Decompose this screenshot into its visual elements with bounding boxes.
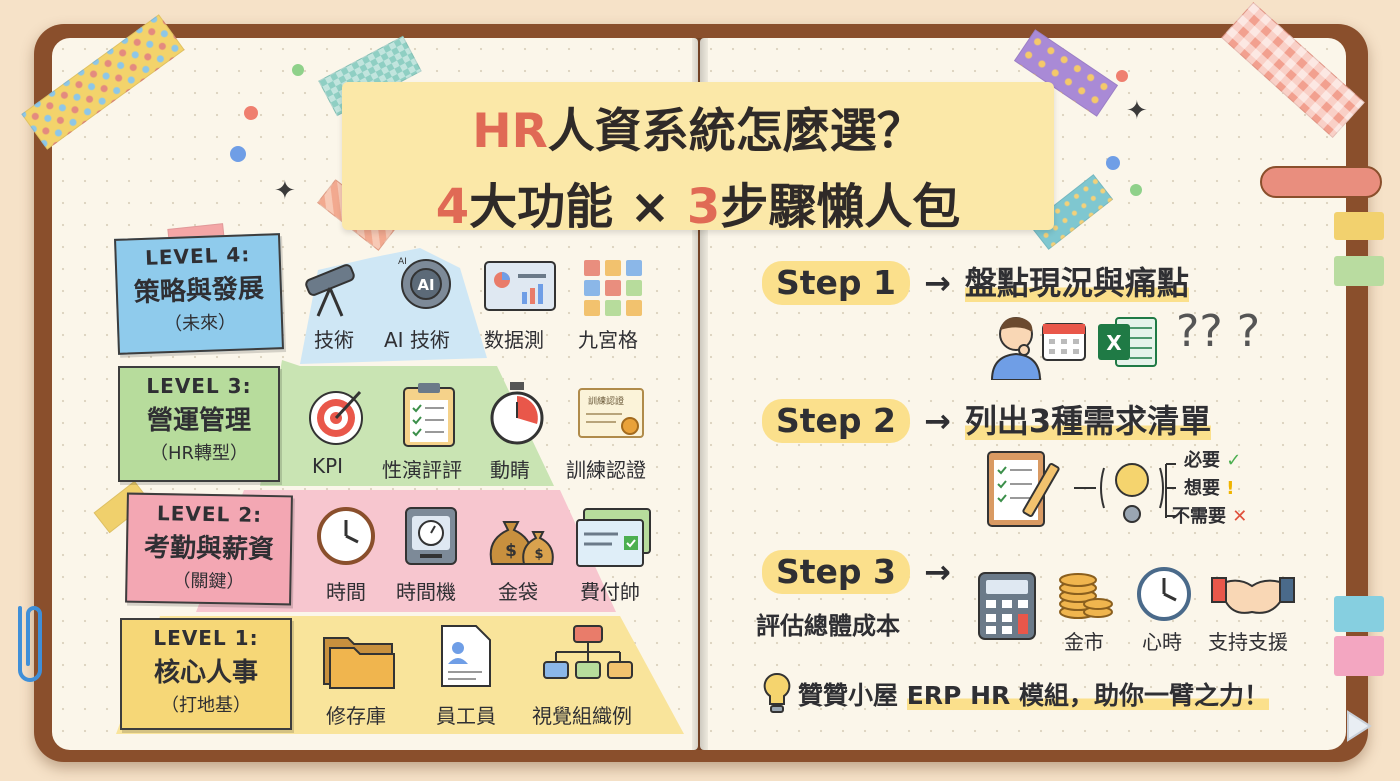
item-label: 技術 (314, 328, 354, 352)
item-label: 数据測 (484, 328, 544, 352)
item-label: 視覺組織例 (532, 704, 632, 728)
arrow-icon: → (924, 402, 951, 440)
item-label: 金袋 (498, 580, 538, 604)
step-2-title: 列出3種需求清單 (964, 402, 1212, 440)
time-clock-machine-icon (405, 507, 457, 565)
level-2-card: LEVEL 2: 考勤與薪資 （關鍵） (125, 492, 293, 606)
employee-file-icon (441, 625, 491, 687)
payslip-icon (576, 508, 651, 567)
cost-item-label: 金市 (1064, 630, 1104, 654)
svg-text:AI: AI (398, 257, 407, 267)
target-kpi-icon (309, 390, 363, 445)
title-banner: HR人資系統怎麼選？ 4大功能 × 3步驟懶人包 (342, 82, 1054, 235)
calculator-icon (978, 572, 1036, 640)
item-label: AI 技術 (384, 328, 450, 352)
step-1-pill: Step 1 (762, 261, 910, 305)
folders-icon (323, 637, 395, 689)
coins-stack-icon (1059, 573, 1113, 619)
level-4-card: LEVEL 4: 策略與發展 （未來） (114, 233, 284, 355)
step-2-row: Step 2 → 列出3種需求清單 (762, 396, 1212, 443)
certificate-icon: 訓練認證 (578, 388, 644, 438)
step-2-pill: Step 2 (762, 399, 910, 443)
item-label: 九宮格 (578, 328, 638, 352)
page-tab-green[interactable] (1334, 256, 1384, 286)
sparkle-icon-2: ✦ (1126, 96, 1148, 126)
stopwatch-icon (490, 382, 544, 445)
clock-icon (317, 507, 375, 565)
dashboard-chart-icon (484, 261, 556, 311)
step-3-row: Step 3 → (762, 550, 965, 594)
item-label: 訓練認證 (566, 458, 646, 482)
page-tab-pink[interactable] (1334, 636, 1384, 676)
excel-icon: X (1098, 317, 1157, 367)
item-label: 修存庫 (326, 704, 386, 728)
sparkle-icon: ✦ (274, 176, 296, 206)
step-3-title: 評估總體成本 (756, 612, 900, 640)
item-label: 性演評評 (382, 458, 462, 482)
telescope-icon (305, 264, 355, 317)
check-icon: ✓ (1226, 450, 1242, 471)
deco-dot-green (292, 64, 304, 76)
paperclip-icon (18, 606, 42, 682)
play-corner-icon (1347, 710, 1372, 742)
level-3-card: LEVEL 3: 營運管理 （HR轉型） (118, 366, 280, 482)
step-3-pill: Step 3 (762, 550, 910, 594)
nine-grid-icon (584, 260, 642, 316)
level-1-card: LEVEL 1: 核心人事 （打地基） (120, 618, 292, 730)
footer-slogan: 贊贊小屋 ERP HR 模組，助你一臂之力！ (798, 681, 1269, 710)
lightbulb-icon (763, 672, 791, 713)
item-label: 員工員 (436, 704, 496, 728)
cost-item-label: 心時 (1142, 630, 1182, 654)
org-chart-icon (543, 625, 633, 679)
warning-icon: ! (1226, 478, 1235, 499)
thinking-person-icon (990, 317, 1042, 380)
question-marks: ?? ? (1176, 306, 1261, 357)
cost-item-label: 支持支援 (1208, 630, 1288, 654)
step-1-row: Step 1 → 盤點現況與痛點 (762, 258, 1189, 305)
cross-icon: ✕ (1232, 506, 1248, 527)
clock-icon-2 (1137, 567, 1191, 621)
money-bags-icon: $ $ (489, 521, 554, 565)
need-must: 必要 ✓ (1184, 450, 1242, 471)
item-label: 時間機 (396, 580, 456, 604)
svg-text:訓練認證: 訓練認證 (588, 395, 624, 407)
svg-text:X: X (1106, 331, 1122, 355)
item-label: 動睛 (490, 458, 530, 482)
calendar-icon (1042, 323, 1086, 361)
need-unneeded: 不需要 ✕ (1172, 506, 1248, 527)
clipboard-checklist-icon (403, 383, 455, 447)
deco-dot-red (244, 106, 258, 120)
item-label: KPI (312, 454, 344, 478)
deco-dot-red-2 (1116, 70, 1128, 82)
handshake-icon (1211, 577, 1295, 614)
deco-dot-blue-2 (1106, 156, 1120, 170)
deco-dot-blue (230, 146, 246, 162)
item-label: 時間 (326, 580, 366, 604)
page-tab-blue[interactable] (1334, 596, 1384, 632)
step-1-title: 盤點現況與痛點 (964, 264, 1189, 302)
arrow-icon: → (924, 553, 951, 591)
checklist-pencil-icon (987, 451, 1060, 527)
title-line-1: HR人資系統怎麼選？ (472, 104, 924, 159)
deco-dot-green-2 (1130, 184, 1142, 196)
ai-chip-icon: AI AI (398, 257, 451, 309)
title-line-2: 4大功能 × 3步驟懶人包 (435, 179, 961, 235)
bookmark-ribbon (1260, 166, 1382, 198)
arrow-icon: → (924, 264, 951, 302)
page-tab-yellow[interactable] (1334, 212, 1384, 240)
svg-text:$: $ (534, 547, 543, 562)
svg-text:$: $ (505, 541, 517, 561)
item-label: 費付帥 (580, 580, 640, 604)
thinking-brain-person-icon (1074, 463, 1176, 523)
need-want: 想要 ! (1184, 478, 1235, 499)
svg-text:AI: AI (417, 276, 434, 294)
